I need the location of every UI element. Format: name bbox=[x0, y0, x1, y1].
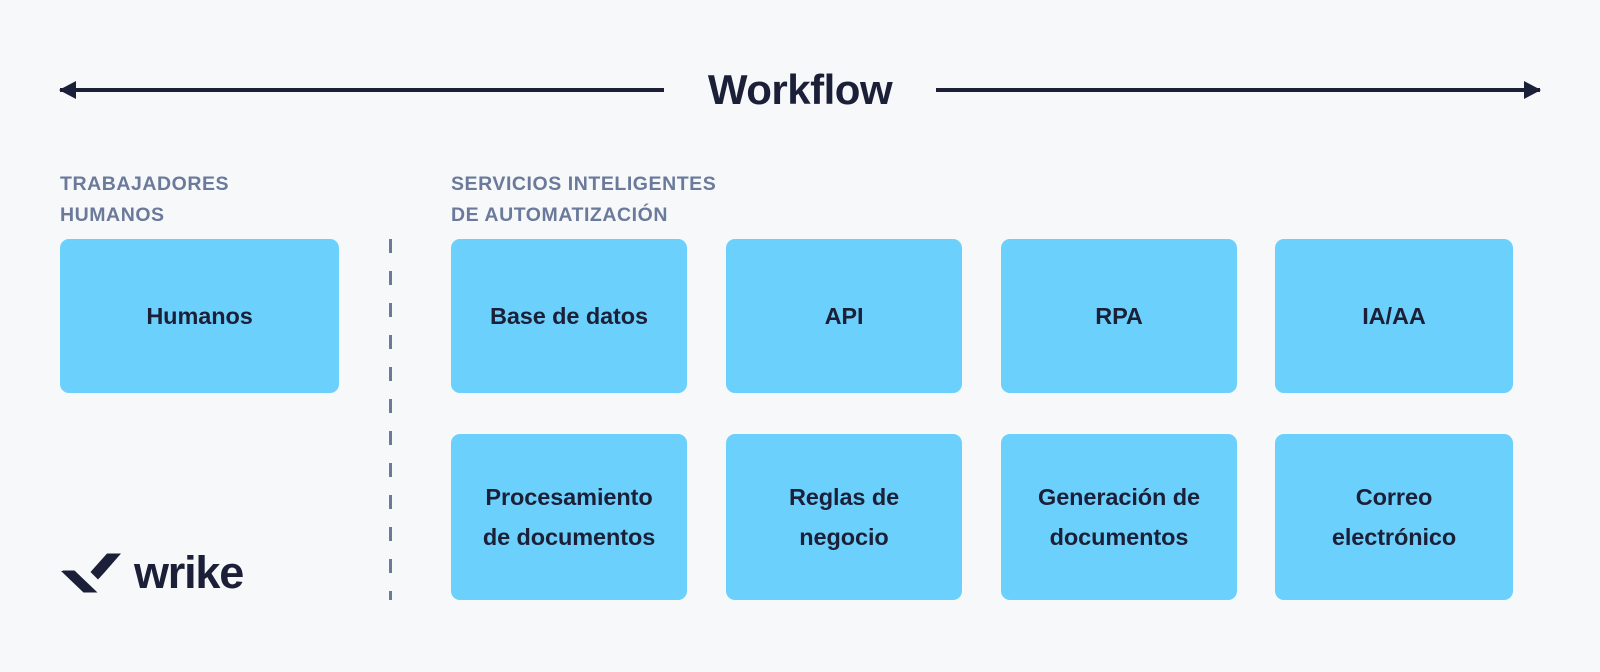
card-generacion-de-documentos[interactable]: Generación de documentos bbox=[1001, 434, 1237, 600]
workflow-arrow-header: Workflow bbox=[60, 52, 1541, 128]
card-rpa[interactable]: RPA bbox=[1001, 239, 1237, 393]
card-humanos[interactable]: Humanos bbox=[60, 239, 339, 393]
page-title: Workflow bbox=[707, 66, 893, 113]
card-base-de-datos[interactable]: Base de datos bbox=[451, 239, 687, 393]
card-api[interactable]: API bbox=[726, 239, 962, 393]
card-correo-electronico[interactable]: Correo electrónico bbox=[1275, 434, 1513, 600]
arrow-left-icon bbox=[60, 88, 664, 92]
wrike-wordmark: wrike bbox=[134, 546, 244, 598]
column-divider bbox=[389, 239, 392, 600]
column-header-humans: TRABAJADORES HUMANOS bbox=[60, 173, 230, 226]
card-ia-aa[interactable]: IA/AA bbox=[1275, 239, 1513, 393]
card-reglas-de-negocio[interactable]: Reglas de negocio bbox=[726, 434, 962, 600]
column-header-services: SERVICIOS INTELIGENTES DE AUTOMATIZACIÓN bbox=[451, 173, 717, 226]
card-procesamiento-de-documentos[interactable]: Procesamiento de documentos bbox=[451, 434, 687, 600]
wrike-logo: wrike bbox=[60, 546, 244, 599]
arrow-right-icon bbox=[936, 88, 1541, 92]
wrike-checkmark-icon bbox=[61, 553, 121, 593]
